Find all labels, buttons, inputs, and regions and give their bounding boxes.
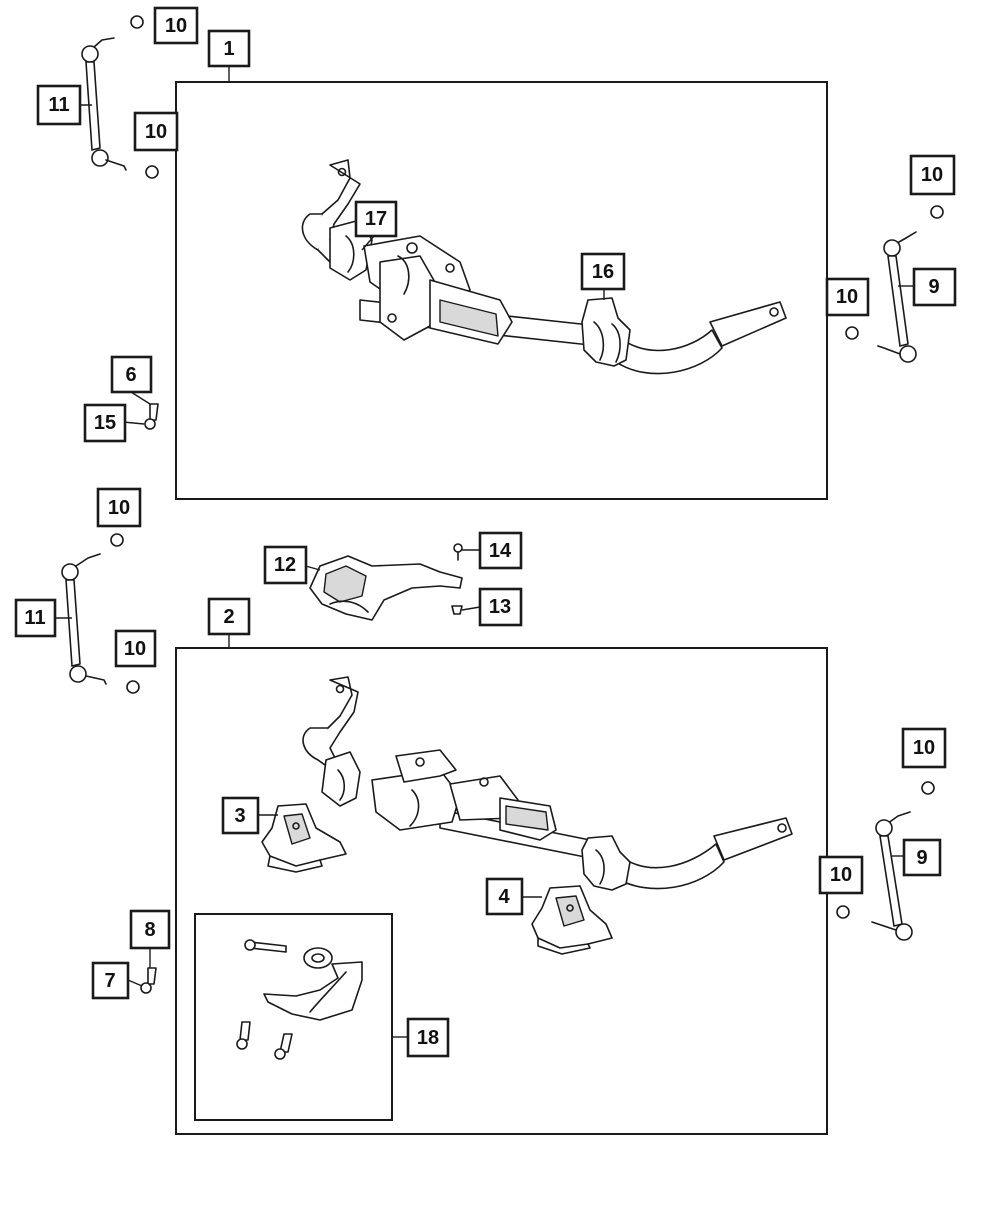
- callout-17-label: 17: [365, 208, 387, 230]
- callout-10-b-label: 10: [145, 121, 167, 143]
- callout-4-label: 4: [498, 886, 510, 908]
- assembly-frame-1: [175, 81, 828, 500]
- callout-8-label: 8: [144, 919, 155, 941]
- callout-11-upper[interactable]: 11: [36, 84, 82, 126]
- callout-3-label: 3: [234, 805, 245, 827]
- callout-17[interactable]: 17: [354, 200, 398, 238]
- actuator-lower: [321, 749, 557, 841]
- callout-15-label: 15: [94, 412, 116, 434]
- bushing-lower: [581, 835, 631, 891]
- link-11-lower: [61, 553, 107, 685]
- callout-10-d[interactable]: 10: [825, 277, 870, 317]
- callout-14[interactable]: 14: [478, 531, 523, 570]
- callout-9-upper[interactable]: 9: [912, 267, 957, 307]
- callout-2-label: 2: [223, 606, 234, 628]
- callout-6[interactable]: 6: [110, 355, 153, 394]
- callout-4[interactable]: 4: [485, 877, 524, 916]
- callout-16-label: 16: [592, 261, 614, 283]
- callout-10-h[interactable]: 10: [818, 855, 864, 895]
- link-9-lower: [871, 811, 913, 941]
- callout-14-label: 14: [489, 540, 512, 562]
- callout-9-upper-label: 9: [928, 276, 939, 298]
- callout-10-e-label: 10: [108, 497, 130, 519]
- callout-10-g[interactable]: 10: [901, 727, 947, 769]
- link-11-upper: [81, 37, 127, 171]
- callout-9-lower[interactable]: 9: [902, 838, 942, 877]
- nut-icons: [110, 15, 944, 919]
- callout-16[interactable]: 16: [580, 252, 626, 291]
- callout-11-upper-label: 11: [48, 94, 69, 116]
- callout-10-a[interactable]: 10: [153, 6, 199, 45]
- link-9-upper: [877, 231, 917, 363]
- callout-10-f-label: 10: [124, 638, 146, 660]
- callout-13[interactable]: 13: [478, 587, 523, 627]
- callout-10-d-label: 10: [836, 286, 858, 308]
- screw-13: [451, 605, 463, 615]
- callout-15[interactable]: 15: [83, 403, 127, 443]
- callout-1-label: 1: [223, 38, 234, 60]
- callout-10-a-label: 10: [165, 15, 187, 37]
- callout-10-h-label: 10: [830, 864, 852, 886]
- bolt-7-8: [140, 967, 157, 994]
- bolt-6-15: [144, 403, 159, 430]
- callout-11-lower-label: 11: [24, 607, 45, 629]
- kit-18-contents: [236, 939, 363, 1060]
- callout-12[interactable]: 12: [263, 545, 308, 585]
- bracket-3: [261, 803, 347, 873]
- callout-13-label: 13: [489, 596, 511, 618]
- bracket-4: [531, 885, 613, 955]
- callout-10-b[interactable]: 10: [133, 111, 179, 152]
- callout-7[interactable]: 7: [91, 961, 130, 1000]
- callout-18[interactable]: 18: [406, 1017, 450, 1058]
- callout-3[interactable]: 3: [221, 796, 260, 835]
- screw-14: [453, 543, 463, 561]
- callout-9-lower-label: 9: [916, 847, 927, 869]
- callout-10-f[interactable]: 10: [114, 629, 157, 668]
- callout-10-e[interactable]: 10: [96, 487, 142, 528]
- callout-1[interactable]: 1: [207, 29, 251, 68]
- callout-10-g-label: 10: [913, 737, 935, 759]
- callout-11-lower[interactable]: 11: [14, 598, 57, 638]
- kit-frame-18: [194, 913, 393, 1121]
- callout-8[interactable]: 8: [129, 909, 171, 950]
- callout-12-label: 12: [274, 554, 296, 576]
- bushing-16: [581, 297, 631, 367]
- callout-10-c[interactable]: 10: [909, 154, 956, 196]
- shield-12: [309, 555, 463, 621]
- callout-7-label: 7: [104, 970, 115, 992]
- callout-2[interactable]: 2: [207, 597, 251, 636]
- callout-18-label: 18: [417, 1027, 439, 1049]
- callout-6-label: 6: [125, 364, 136, 386]
- callout-10-c-label: 10: [921, 164, 943, 186]
